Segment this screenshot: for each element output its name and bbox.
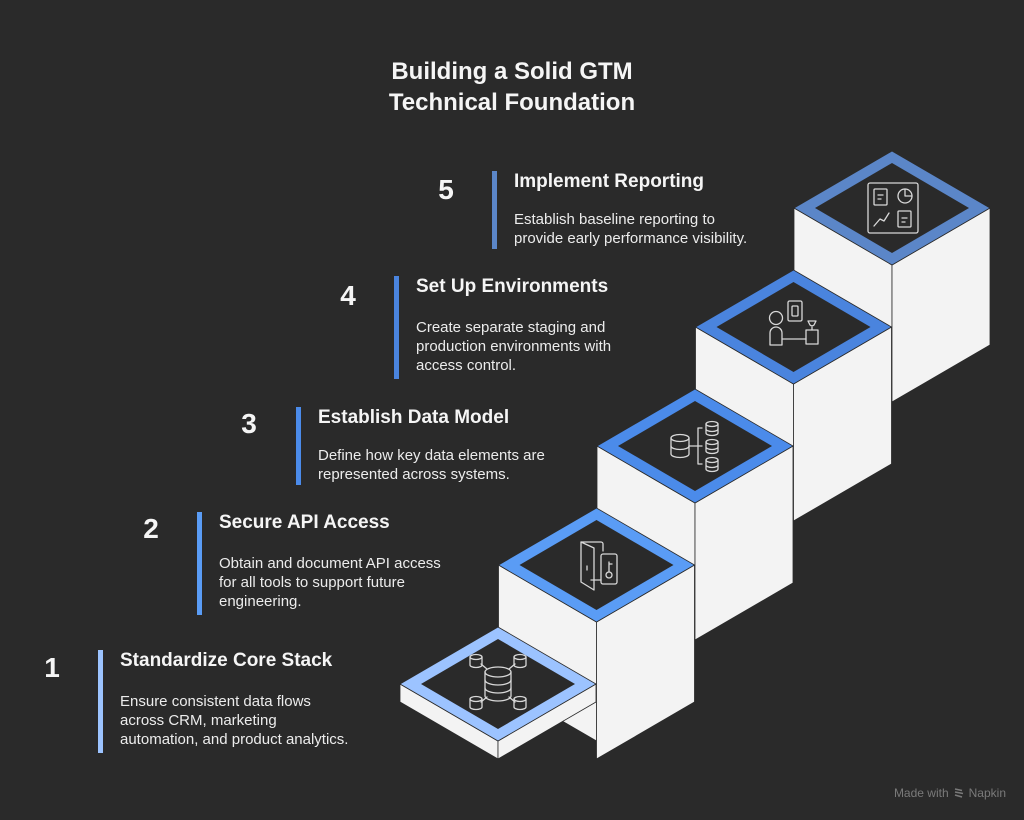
watermark-brand: Napkin <box>968 786 1006 800</box>
environment-access-icon <box>768 300 819 346</box>
step-2-heading: Secure API Access <box>219 512 390 533</box>
door-key-icon <box>580 541 618 591</box>
watermark-prefix: Made with <box>893 786 949 800</box>
step-3-number: 3 <box>241 408 257 439</box>
desc-line: Obtain and document API access <box>219 555 441 572</box>
step-4-top-inner <box>716 282 871 372</box>
napkin-logo-icon <box>954 788 963 798</box>
desc-line: provide early performance visibility. <box>514 230 748 247</box>
database-hierarchy-icon <box>670 420 719 473</box>
step-4-number: 4 <box>340 280 356 311</box>
step-2-number: 2 <box>143 513 159 544</box>
step-1-number: 1 <box>44 652 60 683</box>
step-2-top-inner <box>519 520 674 610</box>
step-1-accent-bar <box>98 650 103 753</box>
desc-line: Establish baseline reporting to <box>514 211 715 228</box>
step-5-accent-bar <box>492 171 497 249</box>
desc-line: Create separate staging and <box>416 319 606 336</box>
step-3-heading: Establish Data Model <box>318 407 510 428</box>
step-5-top-inner <box>815 163 969 253</box>
desc-line: production environments with <box>416 338 612 355</box>
step-5-number: 5 <box>438 174 454 205</box>
step-1-heading: Standardize Core Stack <box>120 650 333 671</box>
step-1-description: Ensure consistent data flows across CRM,… <box>120 692 348 749</box>
desc-line: engineering. <box>219 593 302 610</box>
step-4-accent-bar <box>394 276 399 379</box>
step-5-heading: Implement Reporting <box>514 171 705 192</box>
desc-line: automation, and product analytics. <box>120 731 349 748</box>
desc-line: Define how key data elements are <box>318 447 545 464</box>
watermark: Made with Napkin <box>894 786 1006 800</box>
title-line-2: Technical Foundation <box>388 89 636 116</box>
dashboard-report-icon <box>867 182 919 234</box>
step-3-description: Define how key data elements are represe… <box>318 446 545 484</box>
desc-line: represented across systems. <box>318 466 510 483</box>
desc-line: access control. <box>416 357 517 374</box>
stair-blocks <box>399 150 991 760</box>
database-network-icon <box>469 653 527 711</box>
desc-line: Ensure consistent data flows <box>120 693 311 710</box>
step-5-description: Establish baseline reporting to provide … <box>514 210 747 248</box>
step-4-heading: Set Up Environments <box>416 276 609 297</box>
desc-line: for all tools to support future <box>219 574 405 591</box>
desc-line: across CRM, marketing <box>120 712 277 729</box>
title-line-1: Building a Solid GTM <box>391 58 633 85</box>
page-title: Building a Solid GTM Technical Foundatio… <box>0 56 1024 118</box>
step-4-description: Create separate staging and production e… <box>416 318 611 375</box>
step-1-top-inner <box>421 639 575 729</box>
step-2-accent-bar <box>197 512 202 615</box>
step-2-description: Obtain and document API access for all t… <box>219 554 441 611</box>
step-3-accent-bar <box>296 407 301 485</box>
step-icons <box>469 182 919 711</box>
